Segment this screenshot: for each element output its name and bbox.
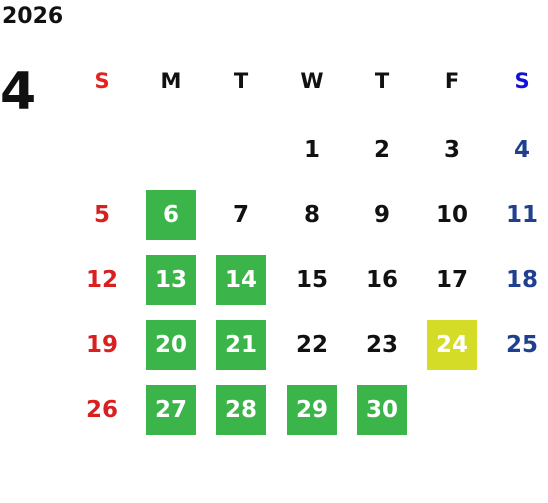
weekday-header: T <box>374 69 390 93</box>
day-cell[interactable]: 19 <box>85 332 118 358</box>
day-cell[interactable]: 22 <box>295 332 328 358</box>
day-cell-highlighted[interactable]: 29 <box>287 385 337 435</box>
month-number: 4 <box>0 62 37 122</box>
day-cell[interactable]: 12 <box>85 267 118 293</box>
day-cell[interactable]: 23 <box>365 332 398 358</box>
year-label: 2026 <box>2 4 64 29</box>
day-cell[interactable]: 4 <box>513 137 530 163</box>
day-cell[interactable]: 9 <box>373 202 390 228</box>
day-cell-highlighted[interactable]: 21 <box>216 320 266 370</box>
day-cell-highlighted[interactable]: 24 <box>427 320 477 370</box>
weekday-header: W <box>300 69 324 93</box>
weekday-header: F <box>444 69 460 93</box>
weekday-header: M <box>160 69 182 93</box>
weekday-header: S <box>94 69 110 93</box>
day-cell[interactable]: 5 <box>93 202 110 228</box>
weekday-header: T <box>233 69 249 93</box>
day-cell[interactable]: 15 <box>295 267 328 293</box>
day-cell-highlighted[interactable]: 14 <box>216 255 266 305</box>
day-cell[interactable]: 25 <box>505 332 538 358</box>
day-cell-highlighted[interactable]: 27 <box>146 385 196 435</box>
day-cell[interactable]: 7 <box>232 202 249 228</box>
weekday-header: S <box>514 69 530 93</box>
day-cell-highlighted[interactable]: 28 <box>216 385 266 435</box>
day-cell-highlighted[interactable]: 20 <box>146 320 196 370</box>
day-cell[interactable]: 26 <box>85 397 118 423</box>
day-cell[interactable]: 2 <box>373 137 390 163</box>
day-cell[interactable]: 17 <box>435 267 468 293</box>
day-cell-highlighted[interactable]: 30 <box>357 385 407 435</box>
day-cell[interactable]: 3 <box>443 137 460 163</box>
day-cell-highlighted[interactable]: 13 <box>146 255 196 305</box>
day-cell[interactable]: 10 <box>435 202 468 228</box>
day-cell[interactable]: 11 <box>505 202 538 228</box>
day-cell[interactable]: 18 <box>505 267 538 293</box>
day-cell[interactable]: 8 <box>303 202 320 228</box>
day-cell-highlighted[interactable]: 6 <box>146 190 196 240</box>
day-cell[interactable]: 16 <box>365 267 398 293</box>
day-cell[interactable]: 1 <box>303 137 320 163</box>
